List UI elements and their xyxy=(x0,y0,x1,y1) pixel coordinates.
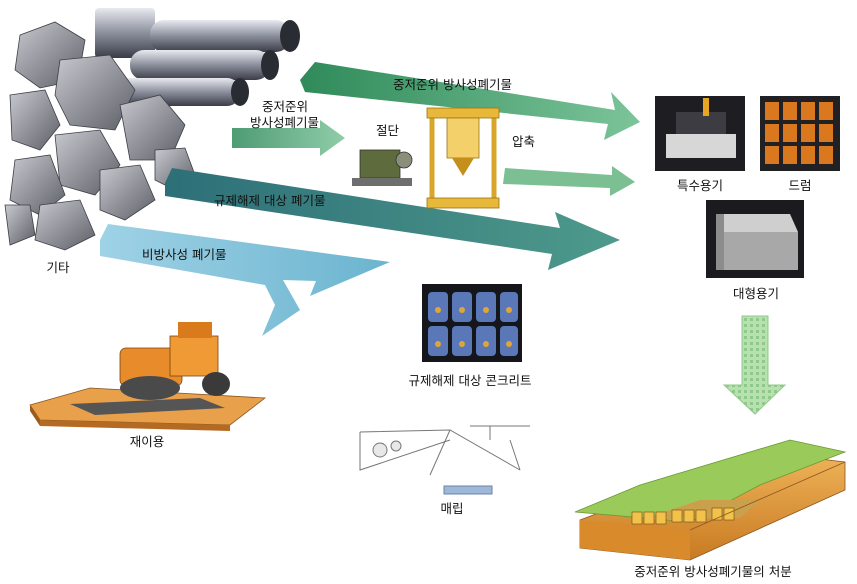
concrete-photo xyxy=(422,284,522,362)
label-other: 기타 xyxy=(46,260,70,275)
label-non-radioactive: 비방사성 폐기물 xyxy=(142,247,227,262)
compressor-image xyxy=(426,107,500,209)
label-drum: 드럼 xyxy=(788,178,812,193)
arrow-compression xyxy=(503,166,635,196)
disposal-facility-image xyxy=(574,439,847,561)
label-disposal: 중저준위 방사성폐기물의 처분 xyxy=(634,564,792,579)
label-compression: 압축 xyxy=(512,134,536,149)
cutter-image xyxy=(352,149,413,186)
road-roller-image xyxy=(29,322,267,431)
special-container-photo xyxy=(655,96,745,171)
label-ilw-top-arrow: 중저준위 방사성폐기물 xyxy=(393,77,512,92)
label-ilw-small-line1: 중저준위 xyxy=(262,99,309,114)
rubble-image xyxy=(4,21,196,251)
label-large-container: 대형용기 xyxy=(732,286,780,301)
arrow-ilw-top xyxy=(300,62,640,140)
label-reuse: 재이용 xyxy=(129,434,165,449)
large-container-photo xyxy=(706,200,804,278)
arrow-non-radioactive xyxy=(100,224,390,336)
landfill-sketch xyxy=(359,425,530,495)
label-special-container: 특수용기 xyxy=(676,178,724,193)
drum-photo xyxy=(760,96,840,171)
arrow-ilw-small xyxy=(232,120,345,156)
label-landfill: 매립 xyxy=(440,501,464,516)
arrow-down-disposal xyxy=(722,315,787,415)
arrow-clearance-waste xyxy=(165,168,620,270)
label-clearance-concrete: 규제해제 대상 콘크리트 xyxy=(408,373,532,388)
label-cutting: 절단 xyxy=(376,123,400,138)
pipes-image xyxy=(95,8,300,106)
label-clearance-waste: 규제해제 대상 폐기물 xyxy=(214,193,326,208)
label-ilw-small-line2: 방사성폐기물 xyxy=(250,115,320,130)
